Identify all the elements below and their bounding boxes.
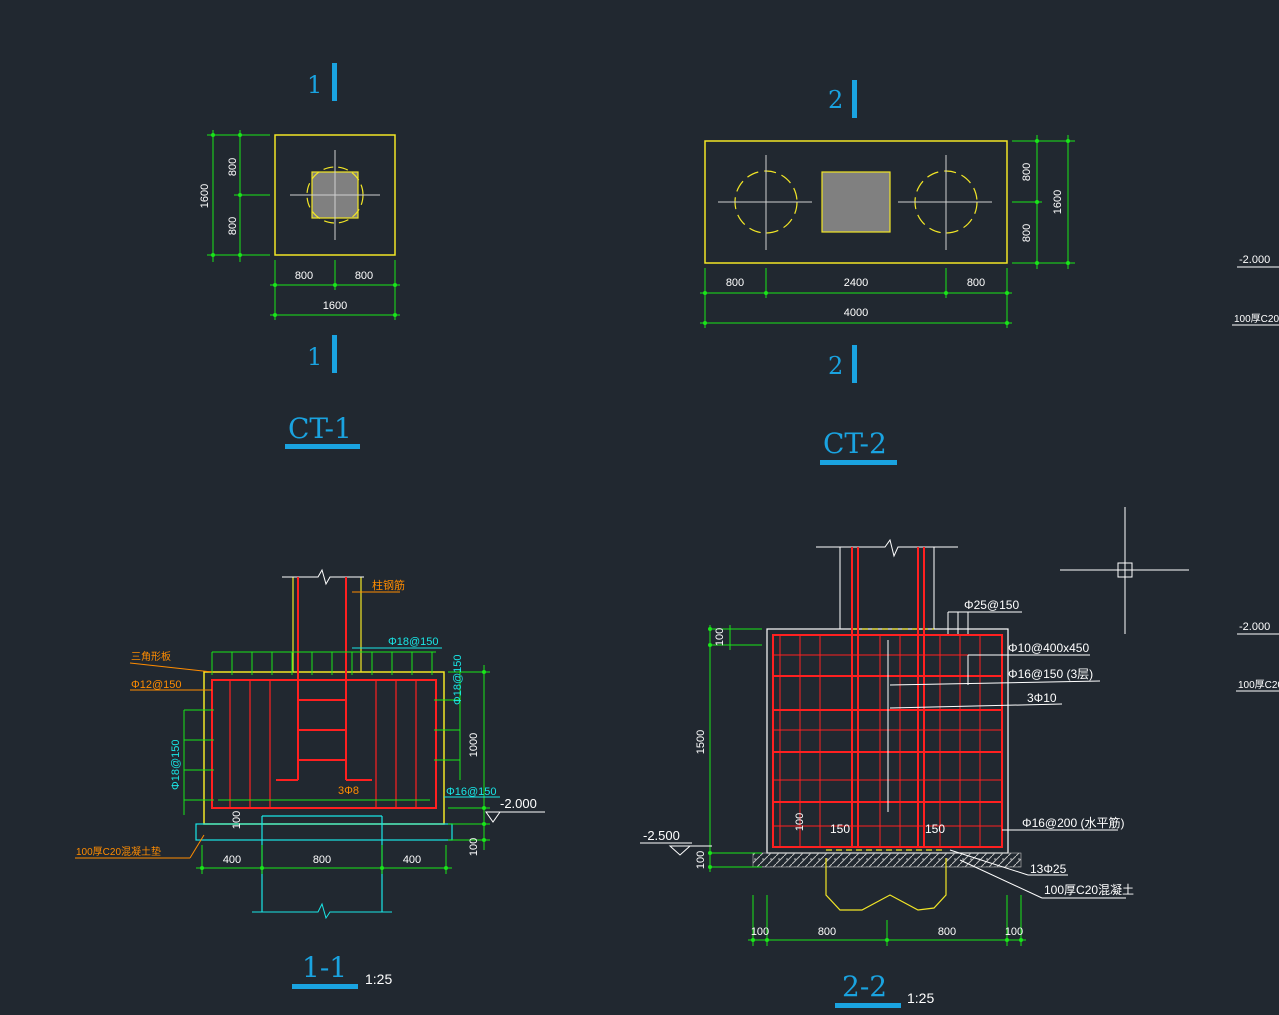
- fragment-note-top: 100厚C20: [1234, 313, 1279, 325]
- ct1-dim-v-top: 800: [227, 158, 239, 176]
- sec22-label-top-bar: Φ25@150: [964, 598, 1019, 612]
- fragment-note-bottom: 100厚C20: [1238, 679, 1279, 691]
- sec11-label-column: 柱钢筋: [372, 578, 405, 592]
- sec11-label-left-vert: Φ18@150: [170, 739, 182, 790]
- ct1-section-mark-top: 1: [307, 71, 322, 99]
- sec22-dim-inner-left: 150: [830, 822, 850, 836]
- sec22-label-stirrup: Φ10@400x450: [1008, 641, 1089, 655]
- sec11-label-right-vert: Φ18@150: [452, 654, 464, 705]
- right-edge-fragments: -2.000 100厚C20 -2.000 100厚C20: [1232, 254, 1279, 692]
- ct2-dim-v-top: 800: [1021, 163, 1033, 181]
- fragment-elev-top: -2.000: [1239, 254, 1270, 266]
- ct1-dim-h-right: 800: [355, 270, 373, 282]
- ct1-dim-h-left: 800: [295, 270, 313, 282]
- ct2-dim-h-left: 800: [726, 277, 744, 289]
- sec11-label-bottom-bar: Φ16@150: [446, 786, 497, 798]
- sec22-dim-inner-right: 150: [925, 822, 945, 836]
- sec11-label-stirrup-count: 3Φ8: [338, 785, 359, 797]
- sec11-dim-bed: 100: [468, 838, 480, 856]
- sec22-label-tie: 3Φ10: [1027, 691, 1057, 705]
- ct1-dim-v-bottom: 800: [227, 217, 239, 235]
- ct1-title: CT-1: [288, 412, 352, 445]
- ct1-dim-v-total: 1600: [199, 184, 211, 208]
- sec22-dim-inner-v: 100: [794, 813, 806, 831]
- fragment-elev-bottom: -2.000: [1239, 621, 1270, 633]
- sec11-label-top-bar: Φ18@150: [388, 636, 439, 648]
- sec22-dim-top: 100: [714, 628, 726, 646]
- ct2-dim-v-bottom: 800: [1021, 224, 1033, 242]
- sec22-scale: 1:25: [907, 990, 934, 1006]
- ct1-section-mark-bottom: 1: [307, 343, 322, 371]
- sec11-label-left-stirrup: Φ12@150: [131, 679, 182, 691]
- section-1-1: 1000 100 100 -2.000 400 800 400 柱钢筋 Φ18@…: [75, 568, 545, 989]
- section-2-2: Φ25@150 Φ10@400x450 Φ16@150 (3层) 3Φ10 Φ1…: [640, 538, 1134, 1008]
- sec22-label-pile-bar: 13Φ25: [1030, 862, 1067, 876]
- sec22-dim-b-left: 100: [751, 926, 769, 938]
- ct2-outline: [704, 140, 1008, 264]
- sec11-bed: [195, 823, 453, 841]
- sec22-dim-b-mid-right: 800: [938, 926, 956, 938]
- sec11-footing: [203, 671, 445, 825]
- sec11-dim-height: 1000: [468, 733, 480, 757]
- ct2-plan: 800 800 1600 800 2400 800 4000 2 2 CT-2: [700, 80, 1075, 465]
- ct2-dim-h-total: 4000: [844, 307, 868, 319]
- sec11-scale: 1:25: [365, 971, 392, 987]
- cad-crosshair-cursor: [1060, 507, 1189, 634]
- ct1-dim-h-total: 1600: [323, 300, 347, 312]
- sec22-label-side-bar: Φ16@150 (3层): [1008, 667, 1093, 681]
- sec11-elev: -2.000: [500, 796, 537, 811]
- sec22-pile: [825, 858, 947, 911]
- ct2-dim-h-right: 800: [967, 277, 985, 289]
- sec11-dim-left: 400: [223, 854, 241, 866]
- sec11-dim-cover: 100: [231, 811, 243, 829]
- sec11-label-left-top: 三角形板: [131, 650, 171, 663]
- ct1-outline: [274, 134, 396, 256]
- ct2-dim-v-total: 1600: [1052, 190, 1064, 214]
- ct2-column: [821, 171, 891, 233]
- sec22-dim-b-mid-left: 800: [818, 926, 836, 938]
- sec11-label-bed: 100厚C20混凝土垫: [76, 845, 161, 858]
- sec22-dim-bottom: 100: [695, 851, 707, 869]
- sec22-dim-height: 1500: [695, 730, 707, 754]
- sec11-dim-mid: 800: [313, 854, 331, 866]
- ct2-dim-h-mid: 2400: [844, 277, 868, 289]
- sec22-elev: -2.500: [643, 828, 680, 843]
- ct1-plan: 1600 800 800 800 800 1600 1 1 CT-1: [199, 63, 400, 449]
- sec11-title: 1-1: [302, 951, 347, 984]
- sec22-label-bottom-bar: Φ16@200 (水平筋): [1022, 815, 1124, 830]
- sec22-label-bed: 100厚C20混凝土: [1044, 882, 1134, 897]
- ct2-section-mark-top: 2: [828, 86, 843, 114]
- ct2-section-mark-bottom: 2: [828, 352, 843, 380]
- ct2-title: CT-2: [823, 427, 887, 460]
- sec22-title: 2-2: [842, 970, 887, 1003]
- sec11-dim-right: 400: [403, 854, 421, 866]
- sec22-bed: [752, 852, 1022, 868]
- sec22-dim-b-right: 100: [1005, 926, 1023, 938]
